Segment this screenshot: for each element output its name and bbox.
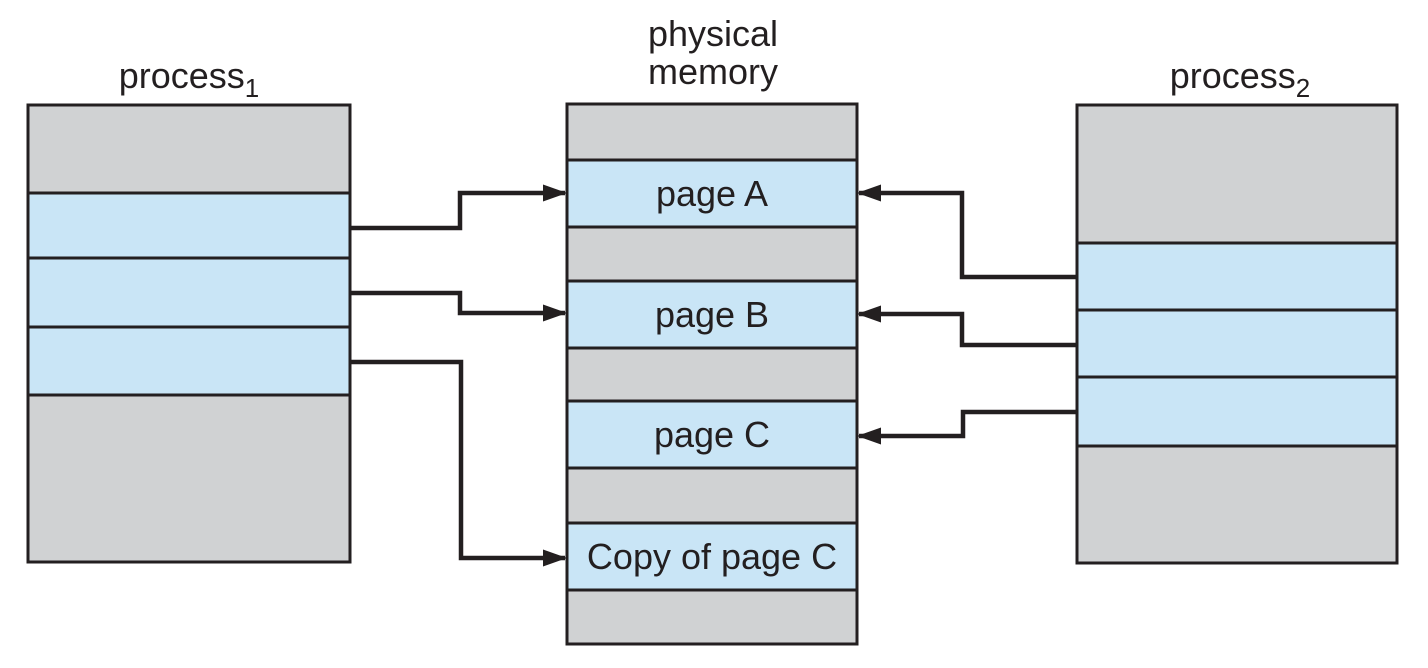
memory-segment-page-c xyxy=(565,399,859,470)
process1-label: process1 xyxy=(119,55,260,103)
process2-label: process2 xyxy=(1170,55,1311,103)
memory-segment-copy-of-page-c xyxy=(565,521,859,592)
process1-label-base: process xyxy=(119,55,245,96)
page-c-label: page C xyxy=(654,414,770,455)
arrow-process2-to-page-a xyxy=(857,184,1077,280)
copy-of-page-c-label: Copy of page C xyxy=(587,536,837,577)
memory-segment-gray-4 xyxy=(565,466,859,525)
process1-segment-gray-top xyxy=(26,103,352,195)
memory-segment-gray-3 xyxy=(565,346,859,403)
physical-memory-label-line2: memory xyxy=(648,51,778,92)
arrow-process1-to-copy-of-page-c xyxy=(350,359,567,567)
process1-segment-blue-2 xyxy=(26,256,352,329)
process2-segment-blue-1 xyxy=(1075,241,1399,312)
memory-segment-gray-2 xyxy=(565,225,859,283)
process2-box xyxy=(1075,103,1399,565)
arrow-process2-to-page-b xyxy=(857,305,1077,348)
process1-box xyxy=(26,103,352,564)
process1-segment-blue-1 xyxy=(26,191,352,260)
process1-segment-blue-3 xyxy=(26,325,352,397)
memory-segment-page-a xyxy=(565,158,859,229)
process2-label-subscript: 2 xyxy=(1296,73,1310,103)
arrow-process1-to-page-b xyxy=(350,290,567,322)
process1-label-subscript: 1 xyxy=(245,73,259,103)
arrow-process2-to-page-c xyxy=(857,409,1077,445)
process1-segment-gray-bottom xyxy=(26,393,352,564)
process2-segment-gray-bottom xyxy=(1075,444,1399,565)
arrow-process1-to-page-a xyxy=(350,184,567,231)
physical-memory-label-line1: physical xyxy=(648,13,778,54)
process2-segment-blue-2 xyxy=(1075,308,1399,379)
page-a-label: page A xyxy=(656,173,768,214)
physical-memory-box xyxy=(565,102,859,646)
process2-segment-gray-top xyxy=(1075,103,1399,245)
page-b-label: page B xyxy=(655,294,769,335)
memory-segment-gray-1 xyxy=(565,102,859,162)
process2-segment-blue-3 xyxy=(1075,375,1399,448)
memory-segment-gray-5 xyxy=(565,588,859,646)
process2-label-base: process xyxy=(1170,55,1296,96)
